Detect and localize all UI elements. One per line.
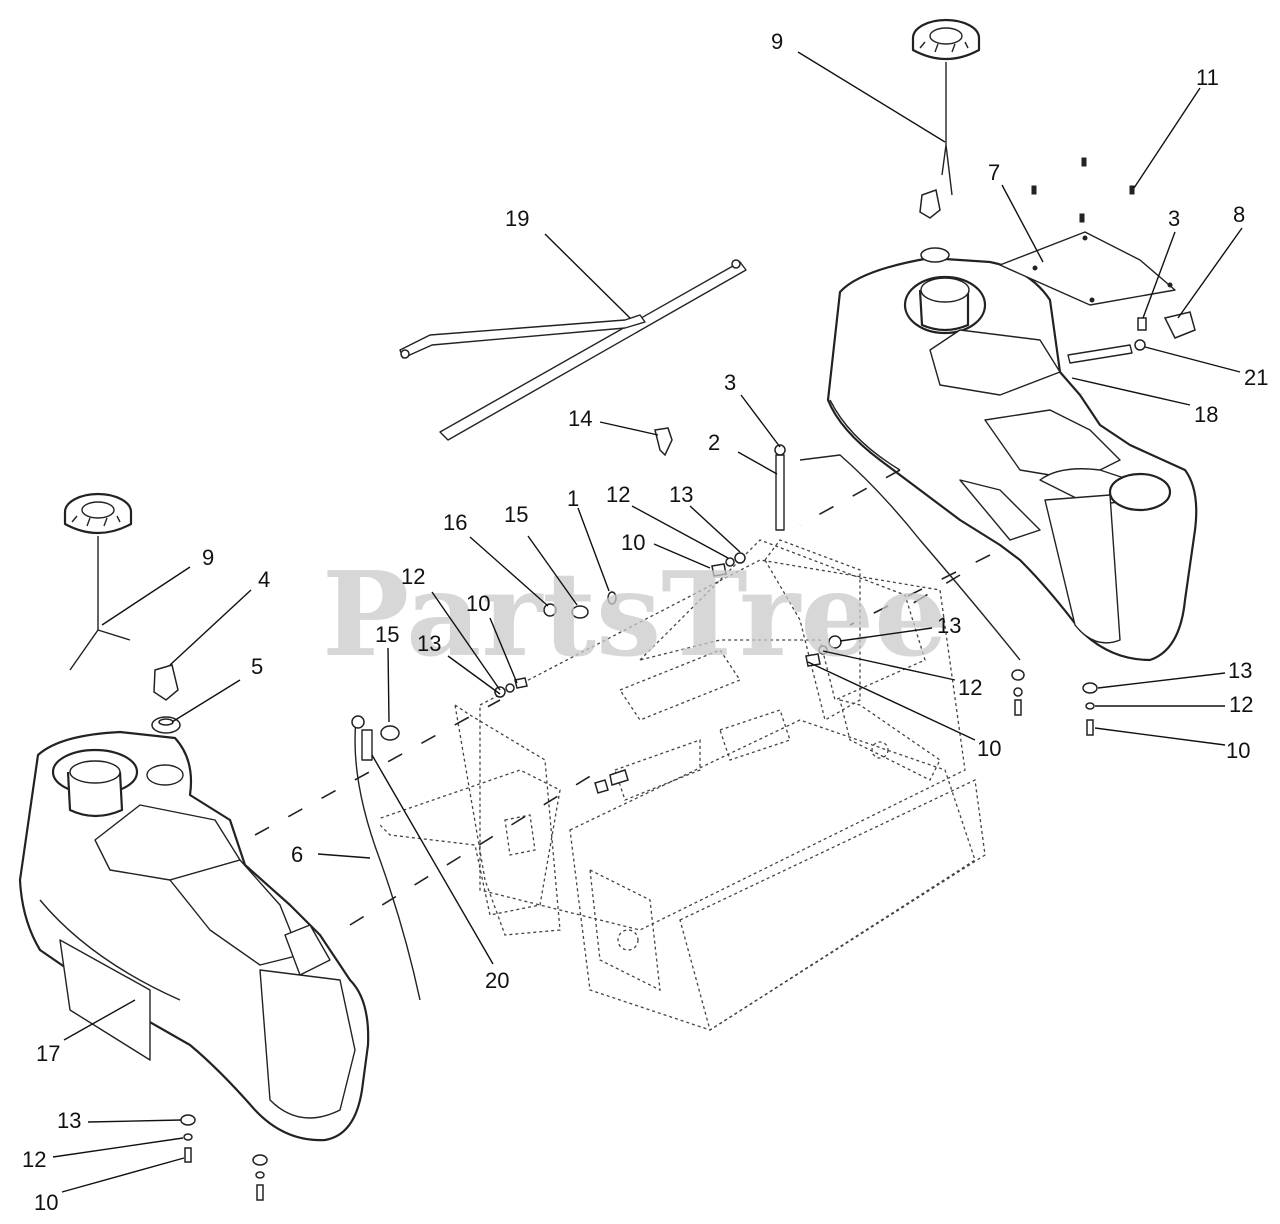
callout-10-right-frame: 10 bbox=[977, 736, 1001, 761]
leader-lines bbox=[52, 51, 1243, 1193]
callout-13-left: 13 bbox=[417, 631, 441, 656]
callout-8: 8 bbox=[1233, 202, 1245, 227]
callout-12-right-tank: 12 bbox=[1229, 692, 1253, 717]
callout-3-right: 3 bbox=[1168, 206, 1180, 231]
callout-5: 5 bbox=[251, 654, 263, 679]
callout-13-left-tank: 13 bbox=[57, 1108, 81, 1133]
callout-10-left: 10 bbox=[466, 591, 490, 616]
callout-14: 14 bbox=[568, 406, 592, 431]
callout-1: 1 bbox=[567, 486, 579, 511]
callout-12-left: 12 bbox=[401, 564, 425, 589]
callout-10-right-tank: 10 bbox=[1226, 738, 1250, 763]
callout-13-center: 13 bbox=[669, 482, 693, 507]
watermark: PartsTree bbox=[322, 547, 948, 683]
callout-21: 21 bbox=[1244, 365, 1268, 390]
callout-15-upper: 15 bbox=[504, 502, 528, 527]
callout-15-lower: 15 bbox=[375, 622, 399, 647]
callout-4: 4 bbox=[258, 567, 270, 592]
assembly-lines bbox=[254, 469, 991, 926]
callout-12-center: 12 bbox=[606, 482, 630, 507]
right-fuel-tank bbox=[826, 256, 1198, 662]
callout-3-center: 3 bbox=[724, 370, 736, 395]
fuel-cap-right bbox=[911, 18, 981, 196]
callout-7: 7 bbox=[988, 160, 1000, 185]
callout-13-right-tank: 13 bbox=[1228, 658, 1252, 683]
left-fuel-tank bbox=[18, 730, 370, 1142]
callout-labels: 9 11 7 3 8 19 21 18 3 14 2 1 12 13 16 15… bbox=[22, 29, 1268, 1215]
callout-13-right-frame: 13 bbox=[937, 613, 961, 638]
fuel-cap-left bbox=[63, 492, 133, 671]
callout-12-right-frame: 12 bbox=[958, 675, 982, 700]
callout-18: 18 bbox=[1194, 402, 1218, 427]
callout-12-left-tank: 12 bbox=[22, 1147, 46, 1172]
callout-9-right: 9 bbox=[771, 29, 783, 54]
callout-20: 20 bbox=[485, 968, 509, 993]
chassis-frame bbox=[373, 539, 986, 1032]
callout-11: 11 bbox=[1196, 65, 1219, 90]
callout-6: 6 bbox=[291, 842, 303, 867]
callout-10-center: 10 bbox=[621, 530, 645, 555]
callout-16: 16 bbox=[443, 510, 467, 535]
callout-2: 2 bbox=[708, 430, 720, 455]
callout-10-left-tank: 10 bbox=[34, 1190, 58, 1215]
callout-19: 19 bbox=[505, 206, 529, 231]
callout-17: 17 bbox=[36, 1041, 60, 1066]
bushings-and-fittings bbox=[151, 157, 1196, 1201]
callout-9-left: 9 bbox=[202, 545, 214, 570]
